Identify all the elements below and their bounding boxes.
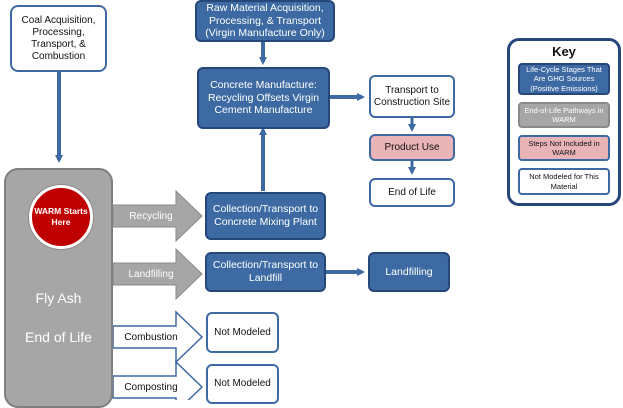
key-title: Key (552, 44, 576, 59)
panel-stage-label: End of Life (25, 329, 92, 345)
combustion-not-modeled-box: Not Modeled (206, 312, 279, 353)
key-not-in-warm: Steps Not Included in WARM (518, 135, 610, 161)
transport-to-construction-box: Transport to Construction Site (369, 75, 455, 118)
landfilling-pathway-arrow (112, 247, 203, 301)
landfilling-box: Landfilling (368, 252, 450, 292)
collection-to-landfill-box: Collection/Transport to Landfill (205, 252, 326, 292)
collection-to-concrete-plant-box: Collection/Transport to Concrete Mixing … (205, 192, 326, 240)
warm-starts-here-marker: WARM Starts Here (29, 185, 93, 249)
concrete-manufacture-box: Concrete Manufacture: Recycling Offsets … (197, 67, 330, 129)
recycling-pathway-arrow (112, 189, 203, 243)
material-name: Fly Ash (35, 290, 82, 306)
composting-pathway-arrow (112, 360, 204, 400)
composting-not-modeled-box: Not Modeled (206, 364, 279, 404)
key-not-modeled: Not Modeled for This Material (518, 168, 610, 195)
combustion-pathway-arrow (112, 310, 204, 364)
coal-acquisition-box: Coal Acquisition, Processing, Transport,… (10, 5, 107, 72)
product-use-box: Product Use (369, 134, 455, 161)
raw-material-box: Raw Material Acquisition, Processing, & … (195, 0, 335, 42)
key-eol-pathways: End-of-Life Pathways in WARM (518, 102, 610, 128)
end-of-life-box: End of Life (369, 178, 455, 207)
legend-key: Key Life-Cycle Stages That Are GHG Sourc… (507, 38, 621, 206)
key-ghg-stages: Life-Cycle Stages That Are GHG Sources (… (518, 63, 610, 95)
